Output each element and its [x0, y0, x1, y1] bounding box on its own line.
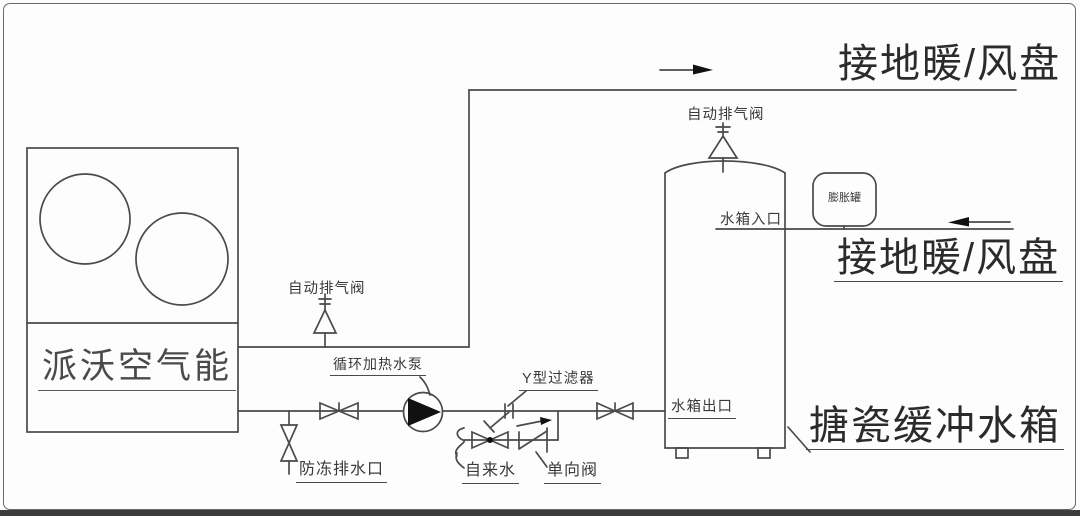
gate-valve-icon — [596, 401, 634, 421]
y-filter-label: Y型过滤器 — [519, 371, 598, 392]
pump-icon — [402, 391, 444, 433]
tank-foot — [757, 447, 771, 459]
tank-outlet-label: 水箱出口 — [668, 399, 736, 420]
diagram-frame — [3, 3, 1076, 510]
bottom-edge-strip — [0, 510, 1080, 516]
auto-vent-valve-icon — [312, 293, 338, 348]
expansion-tank-label: 膨胀罐 — [828, 192, 861, 204]
heat-pump-name-label: 派沃空气能 — [38, 348, 237, 391]
flow-arrow-right-icon — [659, 64, 713, 75]
expansion-tank-outline — [812, 172, 877, 230]
tank-name-leader — [787, 426, 811, 453]
tank-name-label: 搪瓷缓冲水箱 — [806, 406, 1064, 450]
pipe-lines — [237, 89, 1017, 475]
fan-circle-icon — [39, 173, 131, 265]
check-valve-icon — [516, 417, 552, 453]
tap-water-valve-icon — [471, 430, 509, 450]
tap-water-source-icon — [454, 427, 466, 457]
pump-leader — [419, 376, 431, 396]
tank-foot — [675, 447, 689, 459]
tap-water-leader — [455, 452, 465, 469]
tank-inlet-label: 水箱入口 — [720, 212, 782, 228]
heat-pump-outline — [26, 147, 239, 433]
auto-vent-tank-label: 自动排气阀 — [687, 107, 765, 123]
return-header-label: 接地暖/风盘 — [834, 238, 1064, 282]
y-filter-leader — [507, 390, 527, 407]
antifreeze-drain-label: 防冻排水口 — [296, 461, 388, 483]
buffer-tank-outline — [664, 160, 786, 459]
flow-arrow-left-icon — [948, 217, 1011, 227]
check-valve-label: 单向阀 — [544, 462, 602, 484]
y-filter-icon — [483, 403, 514, 433]
tank-dome — [664, 160, 786, 174]
tank-vent-valve-icon — [707, 122, 739, 173]
drain-valve-icon — [279, 424, 299, 462]
auto-vent-pipe-label: 自动排气阀 — [288, 281, 366, 297]
tap-water-label: 自来水 — [462, 462, 520, 484]
supply-pipe — [237, 89, 1017, 348]
check-valve-leader — [535, 451, 548, 468]
circulation-pump-label: 循环加热水泵 — [330, 357, 426, 376]
heat-pump-box — [26, 147, 239, 433]
fan-circle-icon — [135, 212, 229, 306]
gate-valve-icon — [319, 401, 359, 421]
leader-lines — [419, 376, 811, 469]
supply-header-label: 接地暖/风盘 — [838, 42, 1062, 86]
